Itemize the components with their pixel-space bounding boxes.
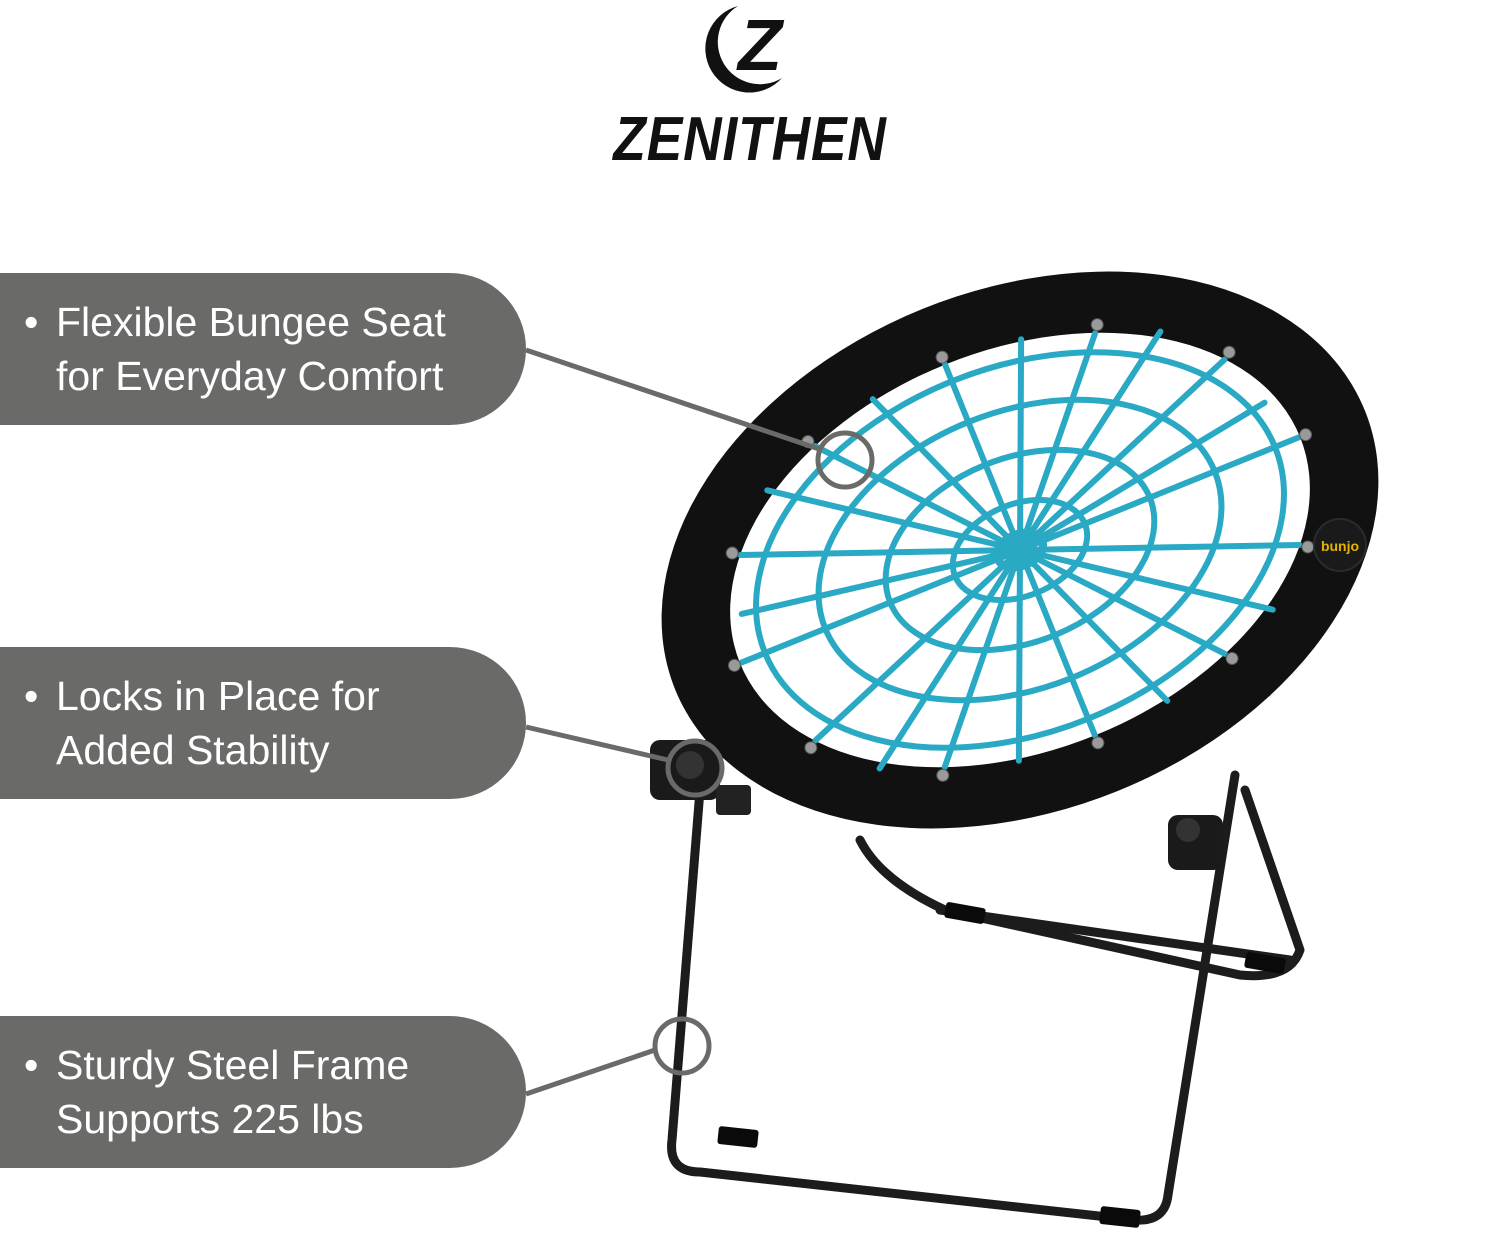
callout-rings <box>652 430 875 1076</box>
badge-text: bunjo <box>1321 538 1359 554</box>
ring-steel-frame <box>652 1016 712 1076</box>
lock-hinge-left <box>650 740 751 815</box>
logo-letter: Z <box>736 6 785 86</box>
bullet: • <box>24 1042 39 1088</box>
bullet: • <box>24 299 39 345</box>
callout-line-2: for Everyday Comfort <box>56 353 444 399</box>
callout-line-2: Supports 225 lbs <box>56 1096 364 1142</box>
callout-bungee-seat: • Flexible Bungee Seat for Everyday Comf… <box>0 273 526 425</box>
callout-steel-frame: • Sturdy Steel Frame Supports 225 lbs <box>0 1016 526 1168</box>
callout-line-1: Sturdy Steel Frame <box>56 1042 410 1088</box>
bungee-web <box>736 328 1304 772</box>
callout-line-1: Locks in Place for <box>56 673 380 719</box>
callout-line-2: Added Stability <box>56 727 330 773</box>
callout-connectors <box>525 347 823 1097</box>
leg-caps <box>717 902 1286 1228</box>
crescent-z-logo-icon: Z <box>705 6 785 93</box>
brand-name: ZENITHEN <box>613 105 887 174</box>
steel-frame <box>667 770 1305 1225</box>
grommets <box>725 318 1315 782</box>
lock-hinge-right <box>1168 815 1223 870</box>
bunjo-badge: bunjo <box>1313 518 1367 572</box>
ring-lock-hinge <box>665 738 725 798</box>
brand-logo: Z ZENITHEN <box>560 0 940 180</box>
callout-line-1: Flexible Bungee Seat <box>56 299 446 345</box>
callout-lock-stability: • Locks in Place for Added Stability <box>0 647 526 799</box>
ring-bungee-seat <box>815 430 875 490</box>
bullet: • <box>24 673 39 719</box>
